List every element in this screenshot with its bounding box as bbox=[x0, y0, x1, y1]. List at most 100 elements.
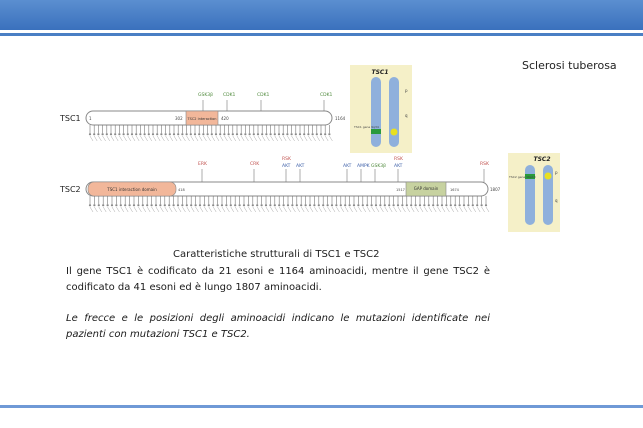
mutation-label-stub bbox=[236, 135, 241, 142]
mutation-dot bbox=[440, 204, 444, 207]
mutation-label-stub bbox=[252, 206, 257, 213]
mutation-label-stub bbox=[89, 135, 94, 142]
mutation-dot bbox=[124, 204, 127, 207]
mutation-dot bbox=[410, 204, 413, 207]
mutation-label-stub bbox=[415, 206, 419, 213]
mutation-label-stub bbox=[114, 135, 119, 142]
mutation-label-stub bbox=[432, 206, 437, 213]
mutation-label-stub bbox=[228, 135, 232, 142]
mutation-dot bbox=[110, 204, 114, 207]
mutation-dot bbox=[118, 133, 121, 136]
tsc1-chromosome-panel: TSC1 p q TSC1 gene 9q34 bbox=[350, 65, 412, 153]
mutation-label-stub bbox=[226, 206, 230, 213]
mutation-dot bbox=[269, 133, 272, 136]
mutation-label-stub bbox=[274, 135, 279, 142]
mutation-dot bbox=[214, 133, 218, 136]
mutation-label-stub bbox=[320, 135, 325, 142]
tsc1-interaction-domain bbox=[185, 110, 219, 126]
mutation-dot bbox=[143, 133, 146, 136]
mutation-label-stub bbox=[129, 206, 133, 213]
tsc2-kinase-7: AMPK bbox=[357, 163, 371, 169]
mutation-dot bbox=[252, 133, 255, 136]
mutation-dot bbox=[361, 204, 364, 207]
mutation-dot bbox=[273, 204, 276, 207]
tsc2-kinase-5: AKT bbox=[296, 163, 305, 169]
mutation-label-stub bbox=[253, 135, 258, 142]
mutation-dot bbox=[418, 204, 422, 207]
tsc2-protein: TSC2 TSC1 interaction domain 418 GAP dom… bbox=[59, 156, 501, 213]
tsc2-kinase-9: RSK bbox=[394, 156, 404, 162]
mutation-dot bbox=[160, 133, 163, 136]
mutation-dot bbox=[109, 133, 113, 136]
mutation-dot bbox=[432, 204, 435, 207]
mutation-dot bbox=[392, 204, 395, 207]
mutation-dot bbox=[147, 133, 150, 136]
mutation-label-stub bbox=[240, 135, 245, 142]
mutation-label-stub bbox=[148, 135, 153, 142]
mutation-dot bbox=[388, 204, 391, 207]
tsc2-interaction-domain bbox=[87, 181, 177, 197]
mutation-dot bbox=[97, 133, 100, 136]
tsc2-kinase-4: AKT bbox=[282, 163, 291, 169]
mutation-label-stub bbox=[349, 206, 353, 213]
tsc2-kinase-3: RSK bbox=[282, 156, 292, 162]
mutation-dot bbox=[307, 133, 310, 136]
mutation-label-stub bbox=[94, 206, 98, 213]
mutation-label-stub bbox=[230, 206, 235, 213]
mutation-dot bbox=[344, 204, 347, 207]
mutation-label-stub bbox=[232, 135, 237, 142]
mutation-dot bbox=[126, 133, 129, 136]
mutation-label-stub bbox=[388, 206, 393, 213]
mutation-label-stub bbox=[215, 135, 220, 142]
mutation-label-stub bbox=[195, 206, 199, 213]
mutation-dot bbox=[339, 204, 342, 207]
mutation-label-stub bbox=[366, 206, 371, 213]
mutation-dot bbox=[128, 204, 131, 207]
mutation-dot bbox=[229, 204, 232, 207]
tsc2-kinase-8: GSK3β bbox=[371, 163, 386, 169]
mutation-dot bbox=[172, 204, 175, 207]
tsc2-chromosome-panel: TSC2 p q TSC2 gene 16p13 bbox=[508, 153, 560, 232]
mutation-dot bbox=[286, 133, 289, 136]
mutation-label-stub bbox=[221, 206, 226, 213]
mutation-dot bbox=[141, 204, 144, 207]
mutation-label-stub bbox=[182, 135, 186, 142]
mutation-label-stub bbox=[169, 135, 174, 142]
mutation-label-stub bbox=[208, 206, 213, 213]
mutation-label-stub bbox=[419, 206, 424, 213]
mutation-dot bbox=[146, 204, 149, 207]
mutation-label-stub bbox=[393, 206, 397, 213]
mutation-dot bbox=[207, 204, 210, 207]
mutation-label-stub bbox=[131, 135, 136, 142]
mutation-label-stub bbox=[155, 206, 160, 213]
mutation-label-stub bbox=[463, 206, 468, 213]
mutation-label-stub bbox=[476, 206, 481, 213]
mutation-label-stub bbox=[424, 206, 428, 213]
tsc2-gap-end: 1674 bbox=[450, 188, 460, 192]
mutation-dot bbox=[462, 204, 466, 207]
mutation-label-stub bbox=[190, 206, 195, 213]
mutation-label-stub bbox=[322, 206, 327, 213]
mutation-dot bbox=[93, 204, 96, 207]
mutation-dot bbox=[189, 133, 192, 136]
mutation-dot bbox=[294, 133, 297, 136]
mutation-label-stub bbox=[119, 135, 123, 142]
mutation-dot bbox=[282, 204, 285, 207]
mutation-label-stub bbox=[173, 206, 177, 213]
mutation-label-stub bbox=[199, 206, 204, 213]
tsc2-kinase-11: RSK bbox=[480, 161, 490, 167]
mutation-label-stub bbox=[207, 135, 211, 142]
mutation-dot bbox=[225, 204, 228, 207]
mutation-dot bbox=[137, 204, 140, 207]
mutation-label-stub bbox=[120, 206, 125, 213]
mutation-dot bbox=[308, 204, 312, 207]
mutation-label-stub bbox=[287, 206, 292, 213]
mutation-dot bbox=[260, 204, 263, 207]
mutation-dot bbox=[278, 204, 281, 207]
tsc2-kinase-10: AKT bbox=[394, 163, 403, 169]
mutation-dot bbox=[150, 204, 153, 207]
mutation-dot bbox=[190, 204, 193, 207]
mutation-dot bbox=[122, 133, 125, 136]
tsc1-kinase-1: GSK3β bbox=[198, 92, 213, 98]
mutation-dot bbox=[304, 204, 307, 207]
